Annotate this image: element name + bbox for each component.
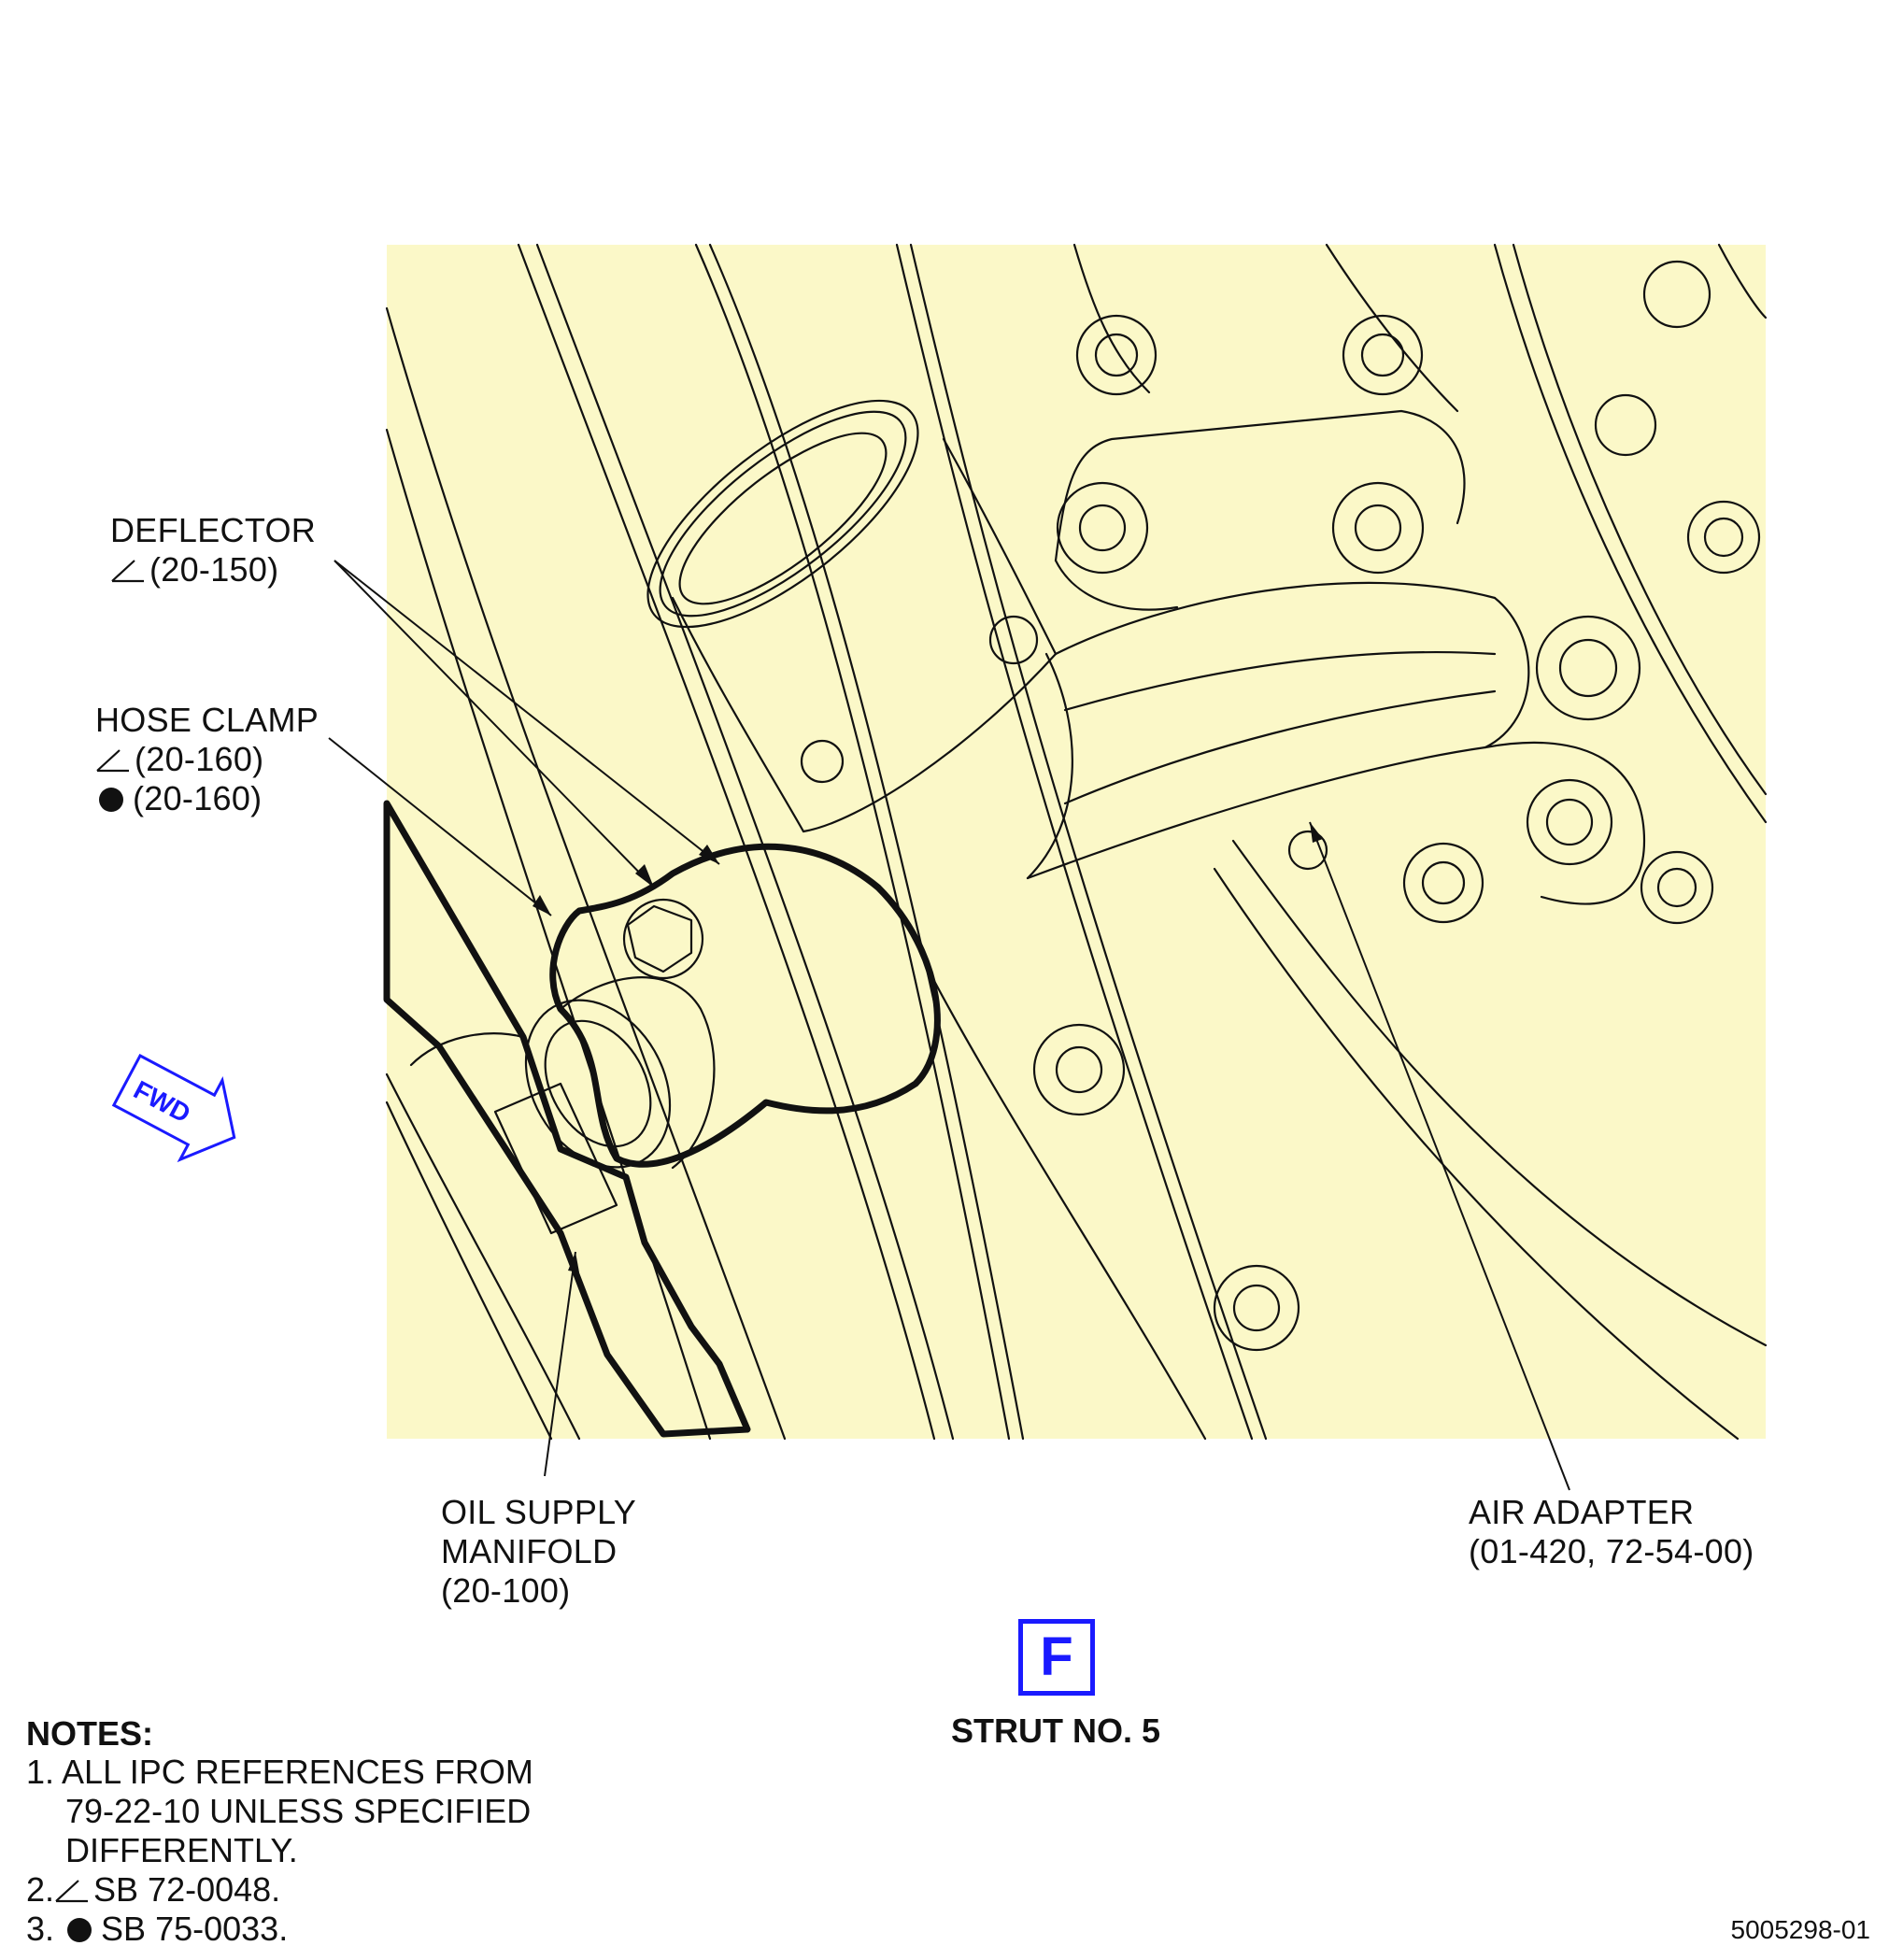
note-1-line3: DIFFERENTLY.: [65, 1831, 298, 1869]
note-2-number: 2.: [26, 1870, 55, 1909]
hose-clamp-label: HOSE CLAMP (20-160) (20-160): [95, 701, 319, 818]
hose-clamp-name: HOSE CLAMP: [95, 701, 320, 739]
revision-triangle-icon: [96, 749, 129, 773]
hose-clamp-ref-1: (20-160): [135, 740, 264, 778]
note-1-line1: ALL IPC REFERENCES FROM: [62, 1753, 533, 1791]
deflector-label: DEFLECTOR (20-150): [110, 511, 316, 589]
oil-supply-manifold-line2: MANIFOLD: [441, 1532, 618, 1570]
notes-list: 1. ALL IPC REFERENCES FROM 79-22-10 UNLE…: [26, 1753, 533, 1949]
view-title: STRUT NO. 5: [951, 1711, 1161, 1750]
air-adapter-label: AIR ADAPTER (01-420, 72-54-00): [1469, 1493, 1754, 1571]
view-letter-box: F: [1018, 1619, 1095, 1696]
revision-triangle-icon: [55, 1880, 89, 1903]
note-3: 3. SB 75-0033.: [26, 1910, 533, 1949]
deflector-name: DEFLECTOR: [110, 511, 317, 549]
hose-clamp-ref-2: (20-160): [133, 779, 263, 817]
note-2-text: SB 72-0048.: [93, 1870, 281, 1909]
note-2: 2. SB 72-0048.: [26, 1870, 533, 1910]
oil-supply-manifold-label: OIL SUPPLY MANIFOLD (20-100): [441, 1493, 636, 1611]
air-adapter-name: AIR ADAPTER: [1469, 1493, 1695, 1531]
illustration-background: [387, 245, 1766, 1439]
note-3-text: SB 75-0033.: [101, 1910, 289, 1948]
note-1-line2: 79-22-10 UNLESS SPECIFIED: [65, 1792, 532, 1830]
note-1: 1. ALL IPC REFERENCES FROM: [26, 1753, 533, 1792]
note-3-number: 3.: [26, 1910, 55, 1948]
oil-supply-manifold-ref: (20-100): [441, 1571, 571, 1610]
filled-dot-icon: [99, 788, 123, 812]
deflector-ref: (20-150): [149, 550, 279, 589]
air-adapter-ref: (01-420, 72-54-00): [1469, 1532, 1754, 1570]
notes-title: NOTES:: [26, 1714, 154, 1753]
note-1-number: 1.: [26, 1753, 55, 1791]
revision-triangle-icon: [111, 560, 144, 583]
filled-dot-icon: [67, 1918, 92, 1942]
oil-supply-manifold-line1: OIL SUPPLY: [441, 1493, 637, 1531]
fwd-arrow-icon: FWD: [111, 1053, 236, 1163]
bolt-heads: [800, 260, 1761, 1352]
document-number: 5005298-01: [1730, 1915, 1870, 1944]
